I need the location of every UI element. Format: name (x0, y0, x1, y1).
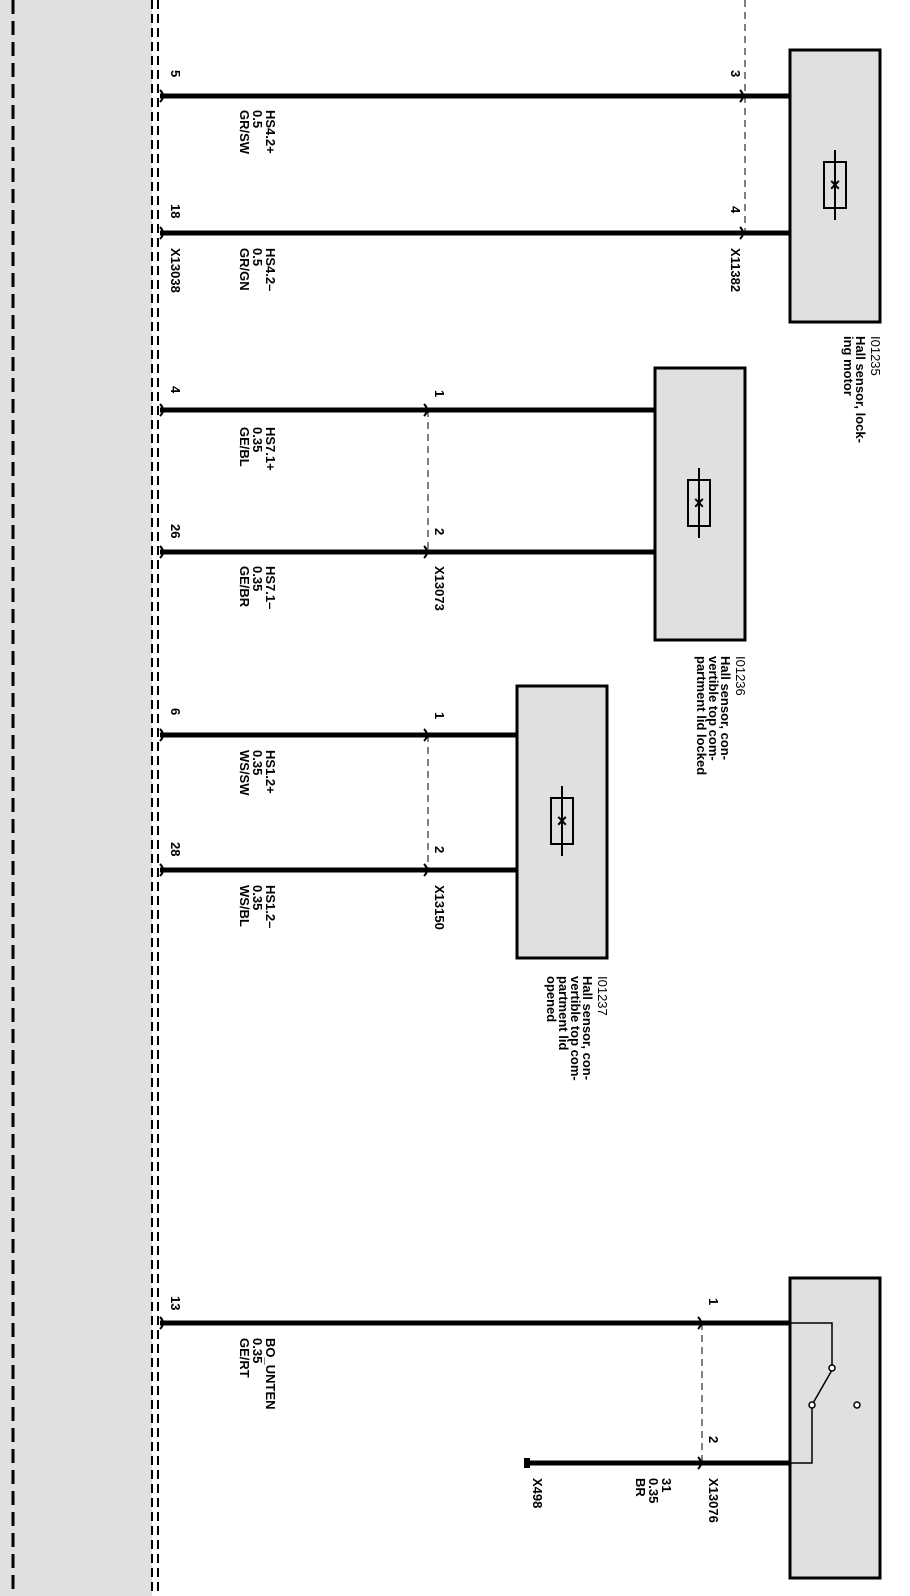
wire-color: GE/BL (237, 427, 252, 467)
connector-lines (427, 0, 746, 1463)
component-name-line: Hall sensor, lock- (853, 336, 868, 443)
wire-cross-section: 0.35 (250, 750, 265, 775)
wire-cross-section: 0.35 (250, 566, 265, 591)
ground-color: BR (633, 1478, 648, 1497)
component-name-line: ing motor (841, 336, 856, 396)
pin-label: 2 (432, 528, 447, 535)
pin-hooks (159, 89, 744, 1470)
wire-color: WS/SW (237, 750, 252, 796)
component-name-line: partment lid (556, 976, 571, 1050)
pin-label: 4 (168, 386, 183, 394)
connector-labels: X13038 X11382 X13073 X13150 X13076 X498 (168, 248, 743, 1523)
wire-color: GE/BR (237, 566, 252, 608)
pin-label: 4 (728, 206, 743, 214)
wire-color: GE/RT (237, 1338, 252, 1378)
component-name-line: vertible top com- (706, 656, 721, 761)
wire-color: WS/BL (237, 885, 252, 927)
component-id: I01237 (595, 976, 610, 1016)
pin-label: 1 (432, 712, 447, 719)
wire-signal: BO_UNTEN (263, 1338, 278, 1410)
ground-signal: 31 (659, 1478, 674, 1492)
wire-signal: HS4.2– (263, 248, 278, 291)
component-id: I01235 (868, 336, 883, 376)
component-name-line: vertible top com- (568, 976, 583, 1081)
hall-sensor-icon: × (830, 175, 841, 195)
component-box-i01235: × (788, 48, 882, 324)
wire-cross-section: 0.35 (250, 885, 265, 910)
component-box-i01237: × (515, 684, 609, 960)
component-labels: I01235 Hall sensor, lock- ing motor I012… (544, 336, 883, 1081)
pin-label: 1 (706, 1298, 721, 1305)
pin-label: 6 (168, 708, 183, 715)
component-name-line: Hall sensor, con- (718, 656, 733, 760)
wire-labels: HS4.2+ 0.5 GR/SW HS4.2– 0.5 GR/GN HS7.1+… (237, 110, 674, 1503)
wire-color: GR/GN (237, 248, 252, 291)
component-id: I01236 (733, 656, 748, 696)
hall-sensor-icon: × (557, 811, 568, 831)
connector-id: X13038 (168, 248, 183, 293)
component-name-line: Hall sensor, con- (580, 976, 595, 1080)
connector-id: X13150 (432, 885, 447, 930)
component-name-line: partment lid locked (694, 656, 709, 775)
wire-cross-section: 0.5 (250, 248, 265, 266)
wire-signal: HS7.1+ (263, 427, 278, 471)
ground-point-id: X498 (530, 1478, 545, 1508)
pin-label: 5 (168, 70, 183, 77)
component-box-switch (788, 1276, 882, 1580)
connector-id: X13076 (706, 1478, 721, 1523)
component-name-line: opened (544, 976, 559, 1022)
wire-color: GR/SW (237, 110, 252, 155)
pin-label: 2 (706, 1436, 721, 1443)
connector-id: X11382 (728, 248, 743, 292)
component-box-i01236: × (653, 366, 747, 642)
hall-sensor-icon: × (694, 493, 705, 513)
pin-label: 18 (168, 204, 183, 218)
ground-cross-section: 0.35 (646, 1478, 661, 1503)
pin-label: 28 (168, 842, 183, 856)
control-unit-edge (0, 0, 159, 1596)
pin-label: 2 (432, 846, 447, 853)
wire-cross-section: 0.35 (250, 427, 265, 452)
wire-signal: HS4.2+ (263, 110, 278, 154)
pin-label: 1 (432, 390, 447, 397)
pin-label: 13 (168, 1296, 183, 1310)
switch-contact-icon (853, 1401, 861, 1409)
wire-cross-section: 0.5 (250, 110, 265, 128)
connector-id: X13073 (432, 566, 447, 611)
ctrl-pin-labels: 5 18 4 26 6 28 13 (168, 70, 183, 1310)
wire-signal: HS1.2+ (263, 750, 278, 794)
wires (160, 93, 790, 1466)
wire-signal: HS7.1– (263, 566, 278, 609)
wire-signal: HS1.2– (263, 885, 278, 928)
pin-label: 26 (168, 524, 183, 538)
pin-label: 3 (728, 70, 743, 77)
far-pin-labels: 3 4 1 2 1 2 1 2 (432, 70, 743, 1443)
wire-cross-section: 0.35 (250, 1338, 265, 1363)
